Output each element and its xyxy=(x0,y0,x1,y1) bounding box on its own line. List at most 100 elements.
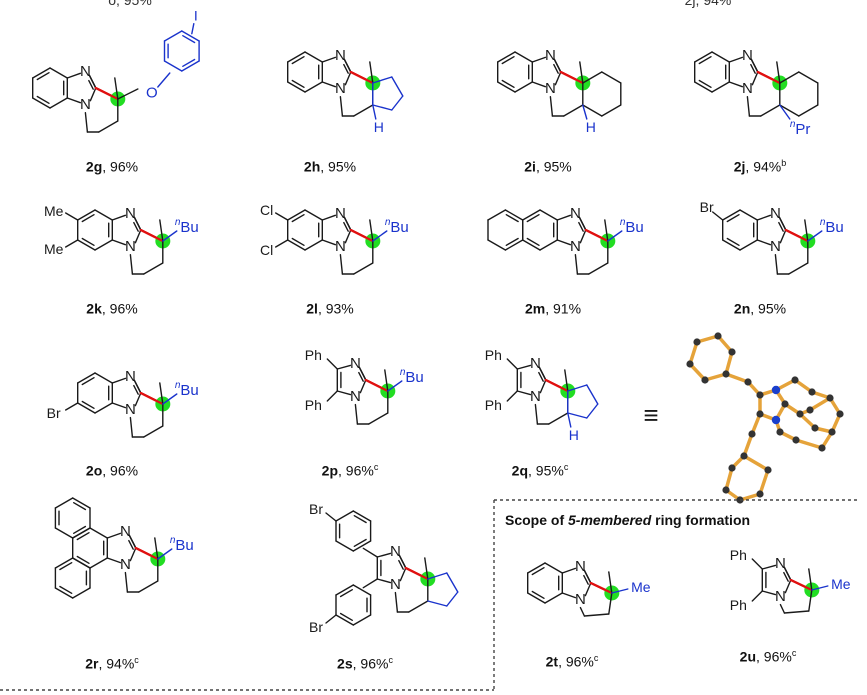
bond xyxy=(191,23,195,35)
bond xyxy=(143,262,164,275)
methyl-label: Me xyxy=(831,576,851,592)
bond xyxy=(275,239,289,248)
caption-2o: 2o, 96% xyxy=(85,462,139,479)
bond xyxy=(761,590,777,596)
bond xyxy=(358,366,367,381)
crystal-atom xyxy=(811,424,819,432)
bond xyxy=(321,56,337,63)
bond xyxy=(722,209,741,221)
bond xyxy=(159,382,164,405)
bond xyxy=(36,71,50,81)
bond xyxy=(111,402,127,409)
bond xyxy=(124,571,129,593)
nitrogen-label: N xyxy=(742,80,753,97)
bond xyxy=(54,557,74,569)
crystal-bond xyxy=(724,350,734,376)
crystal-bond xyxy=(724,372,750,384)
bond xyxy=(586,403,599,419)
chlorine-label: Cl xyxy=(260,242,273,258)
bond xyxy=(304,81,323,93)
bond xyxy=(608,571,613,594)
bond xyxy=(539,239,558,251)
bromine-label: Br xyxy=(309,501,323,517)
nitrogen-label: N xyxy=(125,238,136,255)
bond xyxy=(608,592,613,615)
crystal-atom xyxy=(722,486,730,494)
bond xyxy=(501,79,515,89)
bond xyxy=(497,81,516,93)
bond xyxy=(789,578,813,592)
bond xyxy=(522,209,541,221)
bond xyxy=(64,239,79,248)
bond xyxy=(756,214,772,221)
bond xyxy=(584,582,592,597)
scope-box-border xyxy=(493,499,860,690)
nitrogen-label: N xyxy=(570,205,581,222)
bond xyxy=(604,219,609,242)
bond xyxy=(544,592,563,604)
bond xyxy=(751,558,763,570)
bond xyxy=(694,81,713,93)
bond xyxy=(372,230,388,242)
substituent-label: nBu xyxy=(175,380,199,399)
bond xyxy=(756,239,772,246)
bond xyxy=(157,72,171,88)
substituent-label: nBu xyxy=(400,367,424,386)
bond xyxy=(182,58,196,68)
bond xyxy=(446,591,459,607)
chlorine-label: Cl xyxy=(260,202,273,218)
nitrogen-label: N xyxy=(335,47,346,64)
bond xyxy=(783,566,792,581)
crystal-atom xyxy=(728,348,736,356)
nitrogen-label: N xyxy=(570,238,581,255)
bond xyxy=(578,221,584,232)
bond xyxy=(138,580,159,593)
caption-2s: 2s, 96%c xyxy=(337,655,393,672)
bond xyxy=(394,591,399,613)
crystal-bond xyxy=(695,334,720,344)
bond xyxy=(556,239,572,246)
bond xyxy=(352,540,372,552)
bond xyxy=(579,61,584,84)
equivalence-symbol: ≡ xyxy=(643,400,658,430)
bond xyxy=(133,384,139,395)
nitrogen-label: N xyxy=(335,205,346,222)
bond xyxy=(798,104,819,117)
crystal-atom xyxy=(748,430,756,438)
iodine-label: I xyxy=(194,8,198,24)
bond xyxy=(76,239,96,251)
caption-2l: 2l, 93% xyxy=(306,300,354,317)
bond xyxy=(750,63,756,74)
bond xyxy=(134,546,159,561)
bond xyxy=(352,510,372,522)
bond xyxy=(321,81,337,88)
bond xyxy=(94,209,114,221)
bond xyxy=(548,412,569,425)
crystal-atom xyxy=(806,406,814,414)
bond xyxy=(32,97,51,109)
caption-2k: 2k, 96% xyxy=(86,300,138,317)
methyl-label: Me xyxy=(44,203,64,219)
crystal-bond xyxy=(742,432,754,458)
bond xyxy=(751,71,759,86)
bond xyxy=(287,81,306,93)
phenyl-label: Ph xyxy=(485,347,502,363)
bond xyxy=(59,585,73,594)
bond xyxy=(760,104,781,117)
bond xyxy=(71,527,91,539)
oxygen-label: O xyxy=(146,85,158,102)
bond xyxy=(358,371,364,382)
bond xyxy=(698,56,712,65)
bond xyxy=(134,229,142,244)
bond xyxy=(582,71,603,84)
crystal-atom xyxy=(836,410,844,418)
bond xyxy=(811,585,829,591)
bond xyxy=(343,58,352,73)
bond xyxy=(129,547,137,562)
bond xyxy=(526,237,540,247)
bond xyxy=(408,600,429,613)
crystal-atom xyxy=(756,410,764,418)
